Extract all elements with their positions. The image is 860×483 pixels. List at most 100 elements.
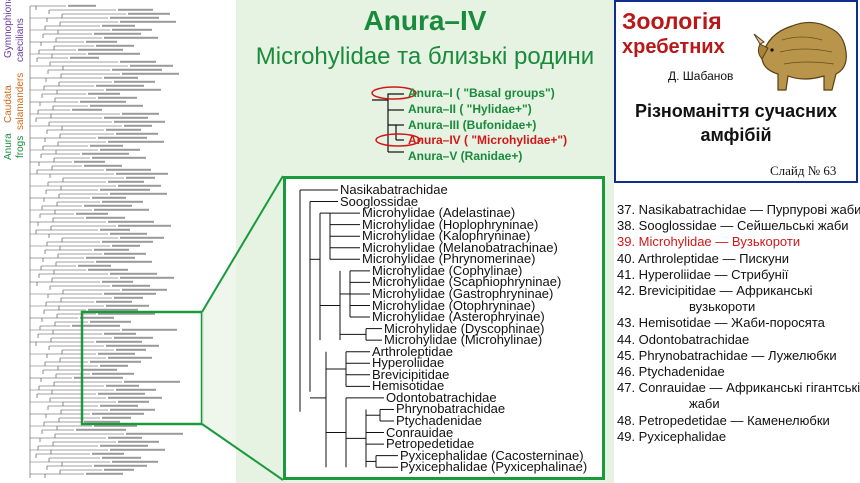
taxon-name-mark xyxy=(122,112,159,115)
zoom-taxon-label: Microhylidae (Kalophryninae) xyxy=(362,228,531,244)
taxon-name-mark xyxy=(106,344,159,347)
taxon-name-mark xyxy=(70,56,99,59)
taxon-name-mark xyxy=(82,368,117,371)
taxon-name-mark xyxy=(104,76,138,79)
taxon-name-mark xyxy=(102,24,135,27)
taxon-name-mark xyxy=(120,236,164,239)
taxon-name-mark xyxy=(110,448,165,451)
taxon-name-mark xyxy=(124,124,152,127)
taxon-name-mark xyxy=(96,44,134,47)
taxon-name-mark xyxy=(108,356,152,359)
taxon-name-mark xyxy=(100,364,128,367)
taxon-name-mark xyxy=(118,440,159,443)
taxon-name-mark xyxy=(108,180,144,183)
taxon-name-mark xyxy=(94,32,141,35)
header-panel xyxy=(236,0,614,79)
family-item: 43. Hemisotidae — Жаби-поросята xyxy=(617,315,825,331)
anura-group-3: Anura–III (Bufonidae+) xyxy=(408,118,537,132)
taxon-name-mark xyxy=(68,4,96,7)
taxon-name-mark xyxy=(118,400,149,403)
taxon-name-mark xyxy=(118,184,161,187)
taxon-name-mark xyxy=(104,36,158,39)
taxon-name-mark xyxy=(88,92,120,95)
slide-number: Слайд № 63 xyxy=(770,163,837,178)
taxon-name-mark xyxy=(98,136,147,139)
zoom-taxon-label: Brevicipitidae xyxy=(372,366,450,382)
taxon-name-mark xyxy=(110,272,157,275)
taxon-name-mark xyxy=(102,416,131,419)
taxon-name-mark xyxy=(96,84,144,87)
family-item: 48. Petropedetidae — Каменелюбки xyxy=(617,412,830,428)
family-item: 40. Arthroleptidae — Пискуни xyxy=(617,250,790,266)
taxon-name-mark xyxy=(130,64,173,67)
taxon-name-mark xyxy=(90,144,123,147)
book-subtitle-line1: Різноманіття сучасних xyxy=(634,101,838,121)
taxon-name-mark xyxy=(100,444,148,447)
anura-group-5: Anura–V (Ranidae+) xyxy=(408,149,523,163)
taxon-name-mark xyxy=(108,140,164,143)
taxon-name-mark xyxy=(108,436,142,439)
family-item: 38. Sooglossidae — Сейшельські жаби xyxy=(617,218,849,234)
taxon-name-mark xyxy=(96,260,152,263)
taxon-name-mark xyxy=(88,268,128,271)
zoom-taxon-label: Phrynobatrachidae xyxy=(396,401,506,417)
taxon-name-mark xyxy=(118,224,171,227)
taxon-name-mark xyxy=(104,332,136,335)
taxon-name-mark xyxy=(96,340,142,343)
taxon-name-mark xyxy=(96,300,132,303)
taxon-name-mark xyxy=(76,428,126,431)
zoom-taxon-label: Microhylidae (Adelastinae) xyxy=(362,205,516,221)
family-item: 39. Microhylidae — Вузькороти xyxy=(617,234,801,250)
taxon-name-mark xyxy=(98,96,137,99)
taxon-name-mark xyxy=(110,408,155,411)
zoom-taxon-label: Microhylidae (Hoplophryninae) xyxy=(362,216,539,232)
taxon-name-mark xyxy=(116,132,158,135)
book-author: Д. Шабанов xyxy=(668,69,734,83)
taxon-name-mark xyxy=(122,328,177,331)
zoom-taxon-label: Ptychadenidae xyxy=(396,413,483,428)
taxon-name-mark xyxy=(106,128,141,131)
taxon-name-mark xyxy=(78,48,123,51)
taxon-name-mark xyxy=(112,68,162,71)
taxon-name-mark xyxy=(122,288,167,291)
family-item: 44. Odontobatrachidae xyxy=(617,331,750,347)
taxon-name-mark xyxy=(84,164,122,167)
zoom-taxon-label: Pyxicephalidae (Pyxicephalinae) xyxy=(400,459,588,475)
taxon-name-mark xyxy=(120,60,156,63)
taxon-name-mark xyxy=(90,360,141,363)
taxon-name-mark xyxy=(76,212,108,215)
taxon-name-mark xyxy=(120,20,176,23)
taxon-name-mark xyxy=(122,72,179,75)
taxon-name-mark xyxy=(116,388,156,391)
taxon-name-mark xyxy=(82,152,129,155)
taxon-name-mark xyxy=(92,412,144,415)
taxon-name-mark xyxy=(112,460,158,463)
taxon-name-mark xyxy=(98,392,145,395)
zoom-taxon-label: Microhylidae (Scaphiophryninae) xyxy=(372,274,562,290)
taxon-name-mark xyxy=(104,468,134,471)
zoom-taxon-label: Microhylidae (Asterophryinae) xyxy=(372,309,545,325)
rhinoceros-illustration xyxy=(753,21,847,91)
taxon-name-mark xyxy=(78,264,111,267)
taxon-name-mark xyxy=(126,432,183,435)
zoom-taxon-label: Nasikabatrachidae xyxy=(340,182,448,197)
zoom-taxon-label: Conrauidae xyxy=(386,424,454,440)
family-item: 45. Phrynobatrachidae — Лужелюбки xyxy=(617,347,837,363)
taxon-name-mark xyxy=(100,228,130,231)
zoom-taxon-label: Hyperoliidae xyxy=(372,355,445,371)
taxon-name-mark xyxy=(94,424,137,427)
taxon-name-mark xyxy=(124,380,180,383)
page-subtitle: Microhylidae та близькі родини xyxy=(255,43,595,70)
taxon-name-mark xyxy=(86,472,123,475)
zoom-taxon-label: Hemisotidae xyxy=(372,378,445,394)
zoom-taxon-label: Microhylidae (Otophryninae) xyxy=(372,297,536,313)
taxon-name-mark xyxy=(90,320,131,323)
zoom-taxon-label: Arthroleptidae xyxy=(372,343,453,359)
taxon-name-mark xyxy=(112,284,150,287)
left-tree-svg xyxy=(29,4,183,478)
taxon-name-mark xyxy=(128,12,170,15)
anura-group-2: Anura–II ( "Hylidae+") xyxy=(408,102,532,116)
taxon-name-mark xyxy=(74,160,105,163)
family-item: жаби xyxy=(689,396,720,412)
